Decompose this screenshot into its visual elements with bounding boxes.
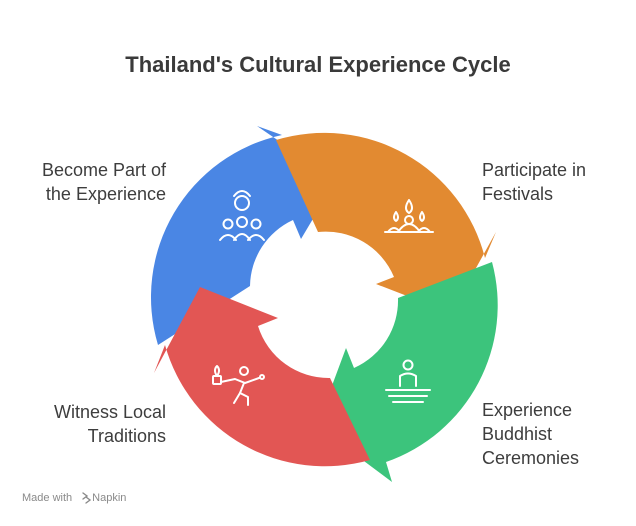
label-witness: Witness Local Traditions xyxy=(54,400,166,448)
footer-brand: Napkin xyxy=(92,492,127,504)
footer-prefix: Made with xyxy=(22,492,73,504)
label-line: Participate in xyxy=(482,160,587,180)
label-line: Witness Local xyxy=(53,402,166,422)
label-participate: Participate in Festivals xyxy=(482,158,586,206)
segment-buddhist xyxy=(317,262,498,482)
segment-become-part xyxy=(150,126,336,345)
segment-participate xyxy=(276,132,496,313)
label-line: the Experience xyxy=(45,184,166,204)
group-people-icon xyxy=(219,190,265,241)
label-line: Become Part of xyxy=(41,160,166,180)
label-line: Experience xyxy=(482,400,573,420)
fire-dancer-icon xyxy=(212,365,265,406)
label-buddhist: Experience Buddhist Ceremonies xyxy=(482,398,579,470)
diagram-title: Thailand's Cultural Experience Cycle xyxy=(125,52,511,77)
label-line: Festivals xyxy=(482,184,554,204)
footer-attribution: Made with Napkin xyxy=(22,492,126,504)
label-line: Ceremonies xyxy=(482,448,580,468)
meditation-icon xyxy=(385,359,431,403)
label-line: Buddhist xyxy=(482,424,553,444)
napkin-logo-icon xyxy=(82,492,92,504)
festival-lanterns-icon xyxy=(384,199,434,233)
label-become-part: Become Part of the Experience xyxy=(42,158,166,206)
label-line: Traditions xyxy=(87,426,166,446)
segment-witness xyxy=(154,287,370,467)
